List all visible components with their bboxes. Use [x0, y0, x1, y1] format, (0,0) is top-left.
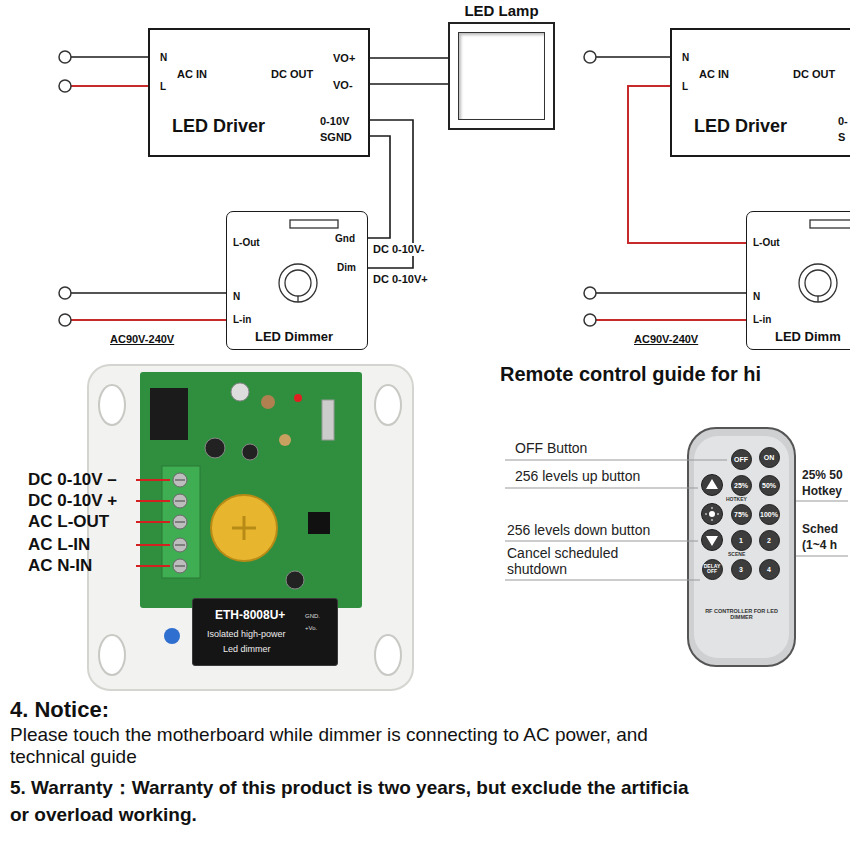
- voltage-label: AC90V-240V: [110, 333, 174, 346]
- wire: [368, 136, 390, 238]
- terminal-label: L-in: [233, 314, 251, 326]
- button-callout: OFF Button: [515, 440, 587, 457]
- terminal-label: L: [682, 81, 688, 93]
- warranty-text: or overload working.: [10, 804, 197, 827]
- terminal-callout: AC L-OUT: [28, 512, 109, 532]
- warranty-text: 5. Warranty：Warranty of this product is …: [10, 777, 689, 800]
- led-driver-box: N L AC IN DC OUT VO+ VO- LED Driver 0-10V SGND: [148, 28, 370, 157]
- terminal-label: LED Dimmer: [255, 330, 333, 345]
- button-callout: Cancel scheduled shutdown: [507, 545, 657, 577]
- button-callout: (1~4 h: [802, 538, 837, 552]
- wire: [628, 86, 746, 243]
- remote-button: 25%: [731, 475, 752, 496]
- terminal-label: N: [233, 291, 240, 303]
- button-label: 1: [732, 537, 751, 544]
- remote-marking: RF CONTROLLER FOR LED DIMMER: [698, 608, 785, 621]
- lamp-title: LED Lamp: [450, 2, 553, 19]
- button-callout: 25% 50: [802, 468, 843, 482]
- remote-button: 2: [759, 530, 780, 551]
- terminal-label: S: [838, 131, 845, 144]
- led-driver-box: N L AC IN DC OUT LED Driver 0- S: [670, 28, 850, 157]
- terminal-label: L: [160, 81, 166, 93]
- remote-button: 1: [731, 530, 752, 551]
- button-label: 4: [760, 566, 779, 573]
- terminal-label: VO+: [333, 52, 355, 65]
- voltage-label: AC90V-240V: [634, 333, 698, 346]
- terminal-label: LED Driver: [172, 116, 265, 137]
- terminal-label: N: [160, 52, 167, 64]
- button-callout: Hotkey: [802, 484, 842, 498]
- terminal-label: VO-: [333, 79, 353, 92]
- section-heading: 4. Notice:: [10, 697, 109, 723]
- terminal-label: Dim: [337, 262, 356, 274]
- button-label: ON: [760, 454, 779, 461]
- remote-button: ON: [759, 447, 780, 468]
- remote-button: OFF: [731, 449, 752, 470]
- button-callout: Sched: [802, 522, 838, 536]
- button-label: DELAY OFF: [703, 564, 722, 574]
- remote-marking: HOTKEY: [726, 497, 747, 503]
- button-label: 50%: [760, 482, 779, 489]
- wire: [370, 83, 448, 85]
- button-callout: 256 levels down button: [507, 522, 650, 539]
- module-marking: Led dimmer: [223, 644, 271, 654]
- dimmer-module: ETH-8008U+ Isolated high-powerLed dimmer G…: [192, 598, 338, 666]
- terminal-label: L-in: [753, 314, 771, 326]
- terminal-callout: AC N-IN: [28, 556, 92, 576]
- remote-button: 4: [759, 559, 780, 580]
- notice-text: Please touch the motherboard while dimme…: [10, 724, 648, 747]
- remote-button: 50%: [759, 475, 780, 496]
- remote-button: DELAY OFF: [702, 559, 723, 580]
- terminal-label: N: [682, 52, 689, 64]
- terminal-label: 0-10V: [320, 115, 349, 128]
- led-lamp-box: LED Lamp: [448, 22, 555, 130]
- terminal-label: L-Out: [233, 237, 260, 249]
- terminal-label: DC OUT: [271, 68, 313, 81]
- terminal-label: LED Dimm: [775, 330, 841, 345]
- button-label: 25%: [732, 482, 751, 489]
- module-marking: Isolated high-power: [207, 629, 286, 639]
- wire: [370, 57, 448, 59]
- terminal-label: N: [753, 291, 760, 303]
- button-label: 2: [760, 537, 779, 544]
- terminal-label: L-Out: [753, 237, 780, 249]
- terminal-label: SGND: [320, 131, 352, 144]
- module-marking: +Vo.: [305, 625, 317, 632]
- button-label: OFF: [732, 456, 751, 463]
- lamp-inner-frame: [458, 32, 545, 120]
- button-callout: 256 levels up button: [515, 468, 640, 485]
- terminal-label: AC IN: [177, 68, 207, 81]
- led-dimmer-box: L-Out GndDimN L-inLED Dimmer: [226, 211, 368, 350]
- terminal-label: LED Driver: [694, 116, 787, 137]
- signal-label: DC 0-10V-: [371, 243, 426, 256]
- terminal-label: AC IN: [699, 68, 729, 81]
- button-label: 75%: [732, 511, 751, 518]
- remote-control: HOTKEY SCENE RF CONTROLLER FOR LED DIMMER O…: [688, 428, 795, 666]
- led-dimmer-box: L-OutN L-inLED Dimm: [746, 211, 850, 350]
- remote-button: 3: [731, 559, 752, 580]
- remote-button: 100%: [759, 504, 780, 525]
- terminal-callout: DC 0-10V +: [28, 491, 117, 511]
- terminal-label: Gnd: [335, 233, 355, 245]
- terminal-label: DC OUT: [793, 68, 835, 81]
- section-heading: Remote control guide for hi: [500, 362, 761, 386]
- notice-text: technical guide: [10, 746, 137, 769]
- remote-marking: SCENE: [728, 552, 745, 558]
- terminal-label: 0-: [838, 115, 848, 128]
- remote-button: 75%: [731, 504, 752, 525]
- signal-label: DC 0-10V+: [371, 273, 430, 286]
- button-label: 3: [732, 566, 751, 573]
- terminal-callout: DC 0-10V –: [28, 470, 117, 490]
- module-marking: GND.: [305, 613, 320, 620]
- terminal-callout: AC L-IN: [28, 535, 90, 555]
- button-label: 100%: [760, 511, 779, 518]
- module-marking: ETH-8008U+: [215, 609, 285, 623]
